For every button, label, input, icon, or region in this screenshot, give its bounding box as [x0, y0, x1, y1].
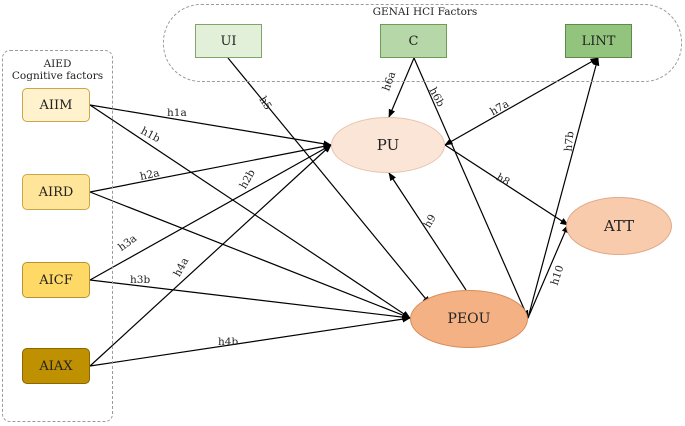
edge-h6a	[388, 57, 415, 118]
node-att: ATT	[566, 197, 672, 255]
edge-h4a	[89, 144, 332, 367]
genai-group-title: GENAI HCI Factors	[372, 6, 478, 18]
edge-h3a	[89, 144, 332, 281]
hypothesis-label-h3b: h3b	[130, 274, 151, 286]
edge-h6b	[413, 57, 529, 319]
edge-h7b	[527, 57, 600, 319]
edge-h1a	[89, 104, 332, 148]
node-aird: AIRD	[22, 174, 90, 210]
edge-h3b	[89, 279, 411, 321]
edge-h4b	[89, 315, 411, 367]
edge-h8	[444, 144, 569, 226]
edge-h10	[527, 224, 569, 319]
node-c: C	[380, 24, 447, 58]
node-ui: UI	[195, 24, 262, 58]
node-aicf: AICF	[22, 262, 90, 298]
edge-h2a	[89, 143, 332, 193]
edge-h1b	[89, 104, 411, 319]
node-aiim: AIIM	[22, 88, 90, 122]
edge-h7a	[444, 57, 599, 146]
edge-h9	[388, 172, 467, 291]
aied-group-box	[2, 50, 113, 422]
node-aiax: AIAX	[22, 348, 90, 384]
node-lint: LINT	[565, 24, 632, 58]
node-peou: PEOU	[410, 290, 528, 348]
edge-h2b	[89, 191, 411, 319]
node-pu: PU	[331, 117, 445, 173]
hypothesis-label-h1a: h1a	[167, 107, 187, 119]
hypothesis-label-h4b: h4b	[218, 336, 239, 348]
aied-group-title: AIED Cognitive factors	[11, 58, 104, 82]
edge-h5	[227, 57, 431, 305]
hypothesis-label-h7b: h7b	[562, 130, 577, 153]
genai-group-box	[163, 4, 682, 82]
